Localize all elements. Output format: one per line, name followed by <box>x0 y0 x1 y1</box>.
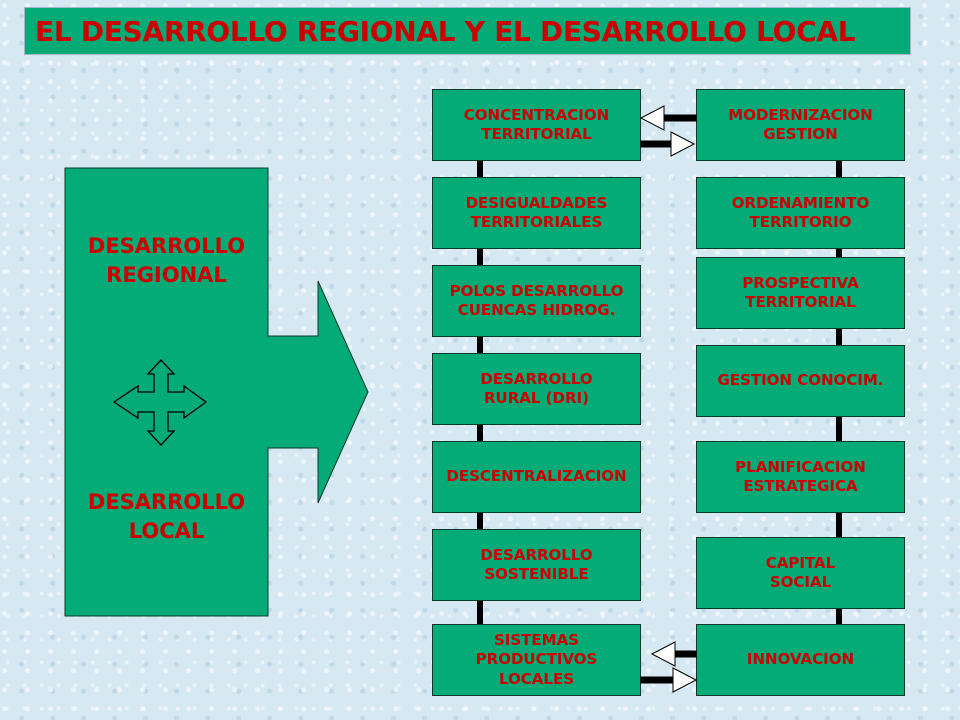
node-concentracion-territorial: CONCENTRACION TERRITORIAL <box>432 89 641 161</box>
node-desarrollo-rural: DESARROLLO RURAL (DRI) <box>432 353 641 425</box>
node-prospectiva-territorial: PROSPECTIVA TERRITORIAL <box>696 257 905 329</box>
node-modernizacion-gestion: MODERNIZACION GESTION <box>696 89 905 161</box>
node-polos-desarrollo: POLOS DESARROLLO CUENCAS HIDROG. <box>432 265 641 337</box>
node-innovacion: INNOVACION <box>696 624 905 696</box>
node-desarrollo-sostenible: DESARROLLO SOSTENIBLE <box>432 529 641 601</box>
node-capital-social: CAPITAL SOCIAL <box>696 537 905 609</box>
desarrollo-local-label: DESARROLLO LOCAL <box>87 490 246 544</box>
node-desigualdades-territoriales: DESIGUALDADES TERRITORIALES <box>432 177 641 249</box>
node-descentralizacion: DESCENTRALIZACION <box>432 441 641 513</box>
desarrollo-regional-label: DESARROLLO REGIONAL <box>87 234 246 288</box>
node-ordenamiento-territorio: ORDENAMIENTO TERRITORIO <box>696 177 905 249</box>
node-sistemas-productivos-locales: SISTEMAS PRODUCTIVOS LOCALES <box>432 624 641 696</box>
four-way-arrows-icon <box>112 359 208 446</box>
node-gestion-conocim: GESTION CONOCIM. <box>696 345 905 417</box>
node-planificacion-estrategica: PLANIFICACION ESTRATEGICA <box>696 441 905 513</box>
desarrollo-block-arrow <box>64 167 369 617</box>
page-title: EL DESARROLLO REGIONAL Y EL DESARROLLO L… <box>24 7 911 55</box>
